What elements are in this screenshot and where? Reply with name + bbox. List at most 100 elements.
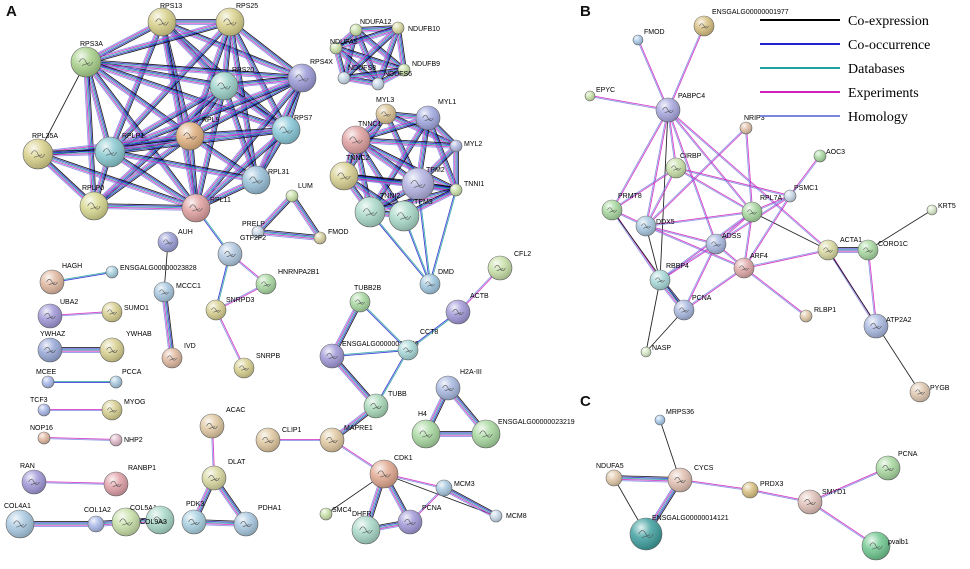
node-dmd[interactable]: DMD bbox=[419, 269, 454, 295]
node-rps25[interactable]: RPS25 bbox=[215, 3, 258, 37]
node-myog[interactable]: MYOG bbox=[101, 399, 145, 421]
node-prdx3[interactable]: PRDX3 bbox=[741, 481, 783, 499]
node-ddx5[interactable]: DDX5 bbox=[635, 215, 675, 237]
node-tpm2[interactable]: TPM2 bbox=[401, 167, 445, 201]
node-rpl9[interactable]: RPL9 bbox=[175, 117, 220, 151]
node-smyd1[interactable]: SMYD1 bbox=[797, 489, 846, 515]
node-pdha1[interactable]: PDHA1 bbox=[233, 505, 281, 537]
node-lum[interactable]: LUM bbox=[285, 183, 313, 203]
node-rpl11[interactable]: RPL11 bbox=[181, 193, 231, 223]
node-ran[interactable]: RAN bbox=[20, 463, 47, 495]
node-pabpc4[interactable]: PABPC4 bbox=[655, 93, 705, 123]
node-pcnaa[interactable]: PCNA bbox=[397, 505, 442, 535]
node-ndufb10[interactable]: NDUFB10 bbox=[391, 21, 440, 35]
node-rbbp4[interactable]: RBBP4 bbox=[649, 263, 689, 291]
node-aoc3[interactable]: AOC3 bbox=[813, 149, 845, 163]
node-snrpb[interactable]: SNRPB bbox=[233, 353, 280, 379]
node-atp2a2[interactable]: ATP2A2 bbox=[863, 313, 912, 339]
node-rps13[interactable]: RPS13 bbox=[147, 3, 182, 37]
node-acta1[interactable]: ACTA1 bbox=[817, 237, 862, 261]
node-hagh[interactable]: HAGH bbox=[39, 263, 82, 295]
node-rps4x[interactable]: RPS4X bbox=[287, 59, 333, 93]
node-nhp2[interactable]: NHP2 bbox=[109, 433, 143, 447]
node-ens23828[interactable]: ENSGALG00000023828 bbox=[105, 265, 197, 279]
node-ndufa5a[interactable]: NDUFA5 bbox=[329, 39, 358, 55]
node-ndufa12[interactable]: NDUFA12 bbox=[349, 19, 392, 37]
node-rplp0[interactable]: RPLP0 bbox=[79, 185, 109, 221]
node-nop16[interactable]: NOP16 bbox=[30, 425, 53, 445]
node-ywhaz[interactable]: YWHAZ bbox=[37, 331, 66, 363]
node-pcnac[interactable]: PCNA bbox=[875, 451, 918, 481]
node-prelp[interactable]: PRELP bbox=[242, 221, 265, 239]
node-adss[interactable]: ADSS bbox=[705, 233, 741, 255]
node-pdk3[interactable]: PDK3 bbox=[181, 501, 207, 535]
node-rps7[interactable]: RPS7 bbox=[271, 115, 312, 145]
node-cycs[interactable]: CYCS bbox=[667, 465, 714, 493]
node-pvalb1[interactable]: pvalb1 bbox=[861, 531, 909, 561]
node-gtf2f2[interactable]: GTF2F2 bbox=[217, 235, 266, 267]
node-dlat[interactable]: DLAT bbox=[201, 459, 246, 491]
node-snrpd3[interactable]: SNRPD3 bbox=[205, 297, 255, 321]
node-h4[interactable]: H4 bbox=[411, 411, 441, 449]
node-epyc[interactable]: EPYC bbox=[584, 87, 615, 102]
node-mcm3[interactable]: MCM3 bbox=[435, 479, 475, 497]
node-pcnab[interactable]: PCNA bbox=[673, 295, 712, 321]
node-tnnc2[interactable]: TNNC2 bbox=[329, 155, 369, 191]
node-ens13056[interactable]: ENSGALG00000013056 bbox=[319, 341, 419, 369]
node-ndufa5c[interactable]: NDUFA5 bbox=[596, 463, 624, 487]
node-col1a2[interactable]: COL1A2 bbox=[84, 507, 111, 533]
node-sumo1[interactable]: SUMO1 bbox=[101, 301, 149, 323]
node-smc4[interactable]: SMC4 bbox=[319, 507, 352, 521]
node-ens23219[interactable]: ENSGALG00000023219 bbox=[471, 419, 575, 449]
node-nrip3[interactable]: NRIP3 bbox=[739, 115, 765, 135]
node-acac[interactable]: ACAC bbox=[199, 407, 245, 439]
node-col4a1[interactable]: COL4A1 bbox=[4, 503, 35, 539]
node-tnni1[interactable]: TNNI1 bbox=[449, 181, 484, 197]
node-ranbp1[interactable]: RANBP1 bbox=[103, 465, 156, 497]
node-clip1[interactable]: CLIP1 bbox=[255, 427, 302, 453]
node-h2aiii[interactable]: H2A-III bbox=[435, 369, 482, 401]
node-krt5[interactable]: KRT5 bbox=[926, 203, 956, 216]
node-ndufb9[interactable]: NDUFB9 bbox=[397, 61, 440, 77]
node-mapre1[interactable]: MAPRE1 bbox=[319, 425, 373, 453]
node-mcee[interactable]: MCEE bbox=[36, 369, 57, 389]
node-mccc1[interactable]: MCCC1 bbox=[153, 281, 201, 303]
node-ywhab[interactable]: YWHAB bbox=[99, 331, 152, 363]
node-hnrnpa2b1[interactable]: HNRNPA2B1 bbox=[255, 269, 320, 295]
node-tnnc1[interactable]: TNNC1 bbox=[341, 121, 381, 155]
node-uba2[interactable]: UBA2 bbox=[37, 299, 78, 329]
node-pcca[interactable]: PCCA bbox=[109, 369, 142, 389]
node-ens01977[interactable]: ENSGALG00000001977 bbox=[693, 9, 789, 37]
node-ens14121[interactable]: ENSGALG00000014121 bbox=[629, 515, 729, 551]
node-prmt8[interactable]: PRMT8 bbox=[601, 193, 642, 221]
node-auh[interactable]: AUH bbox=[157, 229, 193, 253]
node-col5a1[interactable]: COL5A1 bbox=[111, 505, 157, 537]
node-mcm8[interactable]: MCM8 bbox=[489, 509, 527, 523]
node-rpl31[interactable]: RPL31 bbox=[241, 165, 290, 195]
node-cfl2[interactable]: CFL2 bbox=[487, 251, 531, 281]
node-rpl35a[interactable]: RPL35A bbox=[22, 133, 58, 170]
node-psmc1[interactable]: PSMC1 bbox=[783, 185, 818, 203]
node-rps3a[interactable]: RPS3A bbox=[70, 41, 103, 78]
node-fmoda[interactable]: FMOD bbox=[313, 229, 349, 245]
node-nasp[interactable]: NASP bbox=[640, 345, 671, 358]
node-dhfr[interactable]: DHFR bbox=[351, 511, 381, 545]
node-tubb2b[interactable]: TUBB2B bbox=[349, 285, 382, 313]
node-rlbp1[interactable]: RLBP1 bbox=[799, 307, 836, 323]
node-rplp1[interactable]: RPLP1 bbox=[94, 133, 144, 168]
node-ndufs6[interactable]: NDUFS6 bbox=[371, 71, 412, 91]
node-myl2[interactable]: MYL2 bbox=[449, 139, 482, 153]
node-cdk1[interactable]: CDK1 bbox=[369, 455, 413, 489]
node-actb[interactable]: ACTB bbox=[445, 293, 489, 325]
node-tpm3[interactable]: TPM3 bbox=[388, 199, 433, 232]
node-pygb[interactable]: PYGB bbox=[909, 381, 950, 403]
node-ndufs8[interactable]: NDUFS8 bbox=[337, 65, 376, 85]
node-myl3[interactable]: MYL3 bbox=[375, 97, 397, 125]
node-rps20[interactable]: RPS20 bbox=[209, 67, 254, 101]
node-myl1[interactable]: MYL1 bbox=[415, 99, 456, 131]
node-tcf3[interactable]: TCF3 bbox=[30, 397, 51, 417]
node-rpl7a[interactable]: RPL7A bbox=[741, 195, 783, 223]
node-coro1c[interactable]: CORO1C bbox=[857, 239, 908, 261]
node-tnni2[interactable]: TNNI2 bbox=[354, 193, 400, 228]
node-cct8[interactable]: CCT8 bbox=[397, 329, 438, 361]
